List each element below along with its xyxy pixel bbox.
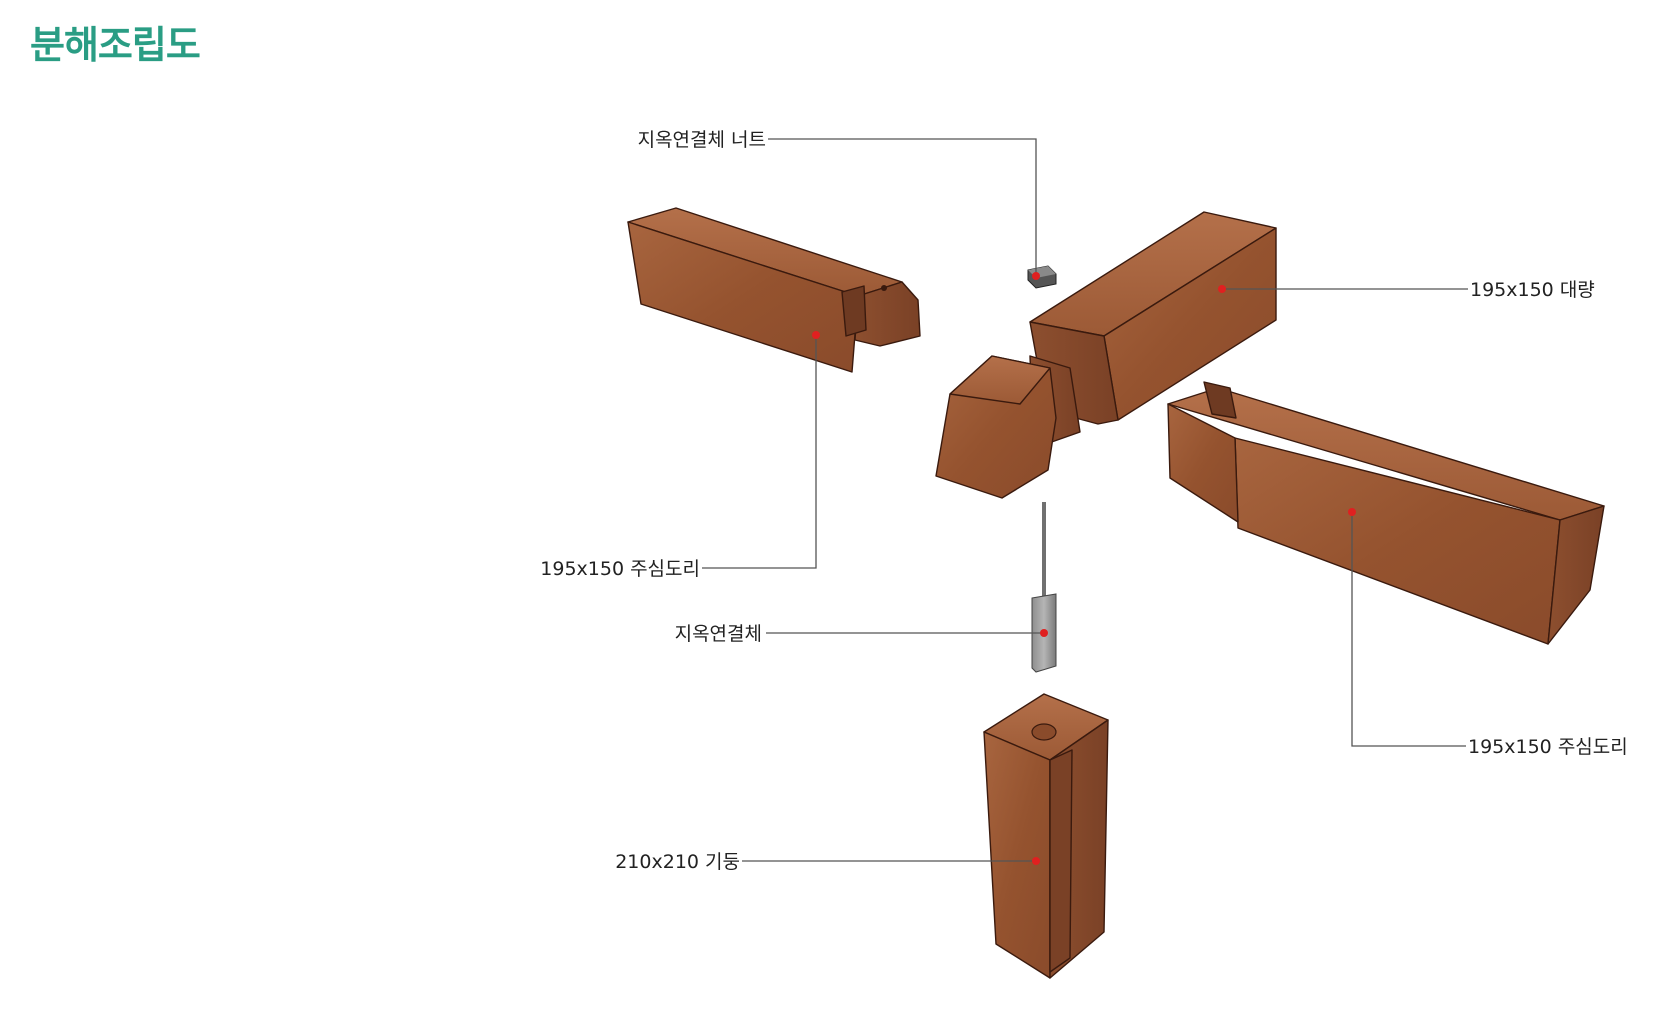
connector-rod	[1031, 502, 1057, 673]
marker-dot	[1032, 857, 1040, 865]
label-purlin-right: 195x150 주심도리	[1468, 736, 1628, 758]
leader-right-purlin	[1348, 508, 1466, 747]
marker-dot	[1218, 285, 1226, 293]
leader-beam	[1218, 285, 1468, 293]
left-purlin-notch	[841, 285, 867, 337]
left-purlin-hole-icon	[881, 285, 887, 291]
main-beam-member	[935, 211, 1277, 499]
post-slot	[1049, 749, 1073, 973]
left-purlin-tenon	[854, 281, 921, 347]
leader-nut	[768, 138, 1040, 280]
leader-left-purlin	[702, 331, 820, 569]
post-front-face	[983, 731, 1051, 979]
post-hole-icon	[1031, 723, 1057, 741]
marker-dot	[1348, 508, 1356, 516]
right-purlin-end-face	[1547, 505, 1605, 645]
leader-connector	[766, 629, 1048, 637]
right-purlin-notch	[1203, 381, 1237, 419]
leader-post	[742, 857, 1040, 865]
post-member	[983, 693, 1109, 979]
left-purlin-front-face	[627, 221, 859, 373]
beam-dovetail-top	[949, 355, 1051, 405]
connector-bolt	[1042, 502, 1046, 602]
connector-nut	[1027, 265, 1057, 289]
right-purlin-tenon-face	[1167, 403, 1239, 523]
marker-dot	[1032, 272, 1040, 280]
label-beam: 195x150 대량	[1470, 279, 1595, 301]
label-post: 210x210 기둥	[615, 851, 740, 873]
left-purlin-member	[627, 207, 921, 373]
label-connector: 지옥연결체	[675, 623, 762, 645]
label-purlin-left: 195x150 주심도리	[540, 558, 700, 580]
label-nut: 지옥연결체 너트	[638, 129, 766, 151]
page-title: 분해조립도	[30, 23, 201, 67]
marker-dot	[1040, 629, 1048, 637]
marker-dot	[812, 331, 820, 339]
right-purlin-member	[1167, 381, 1605, 645]
